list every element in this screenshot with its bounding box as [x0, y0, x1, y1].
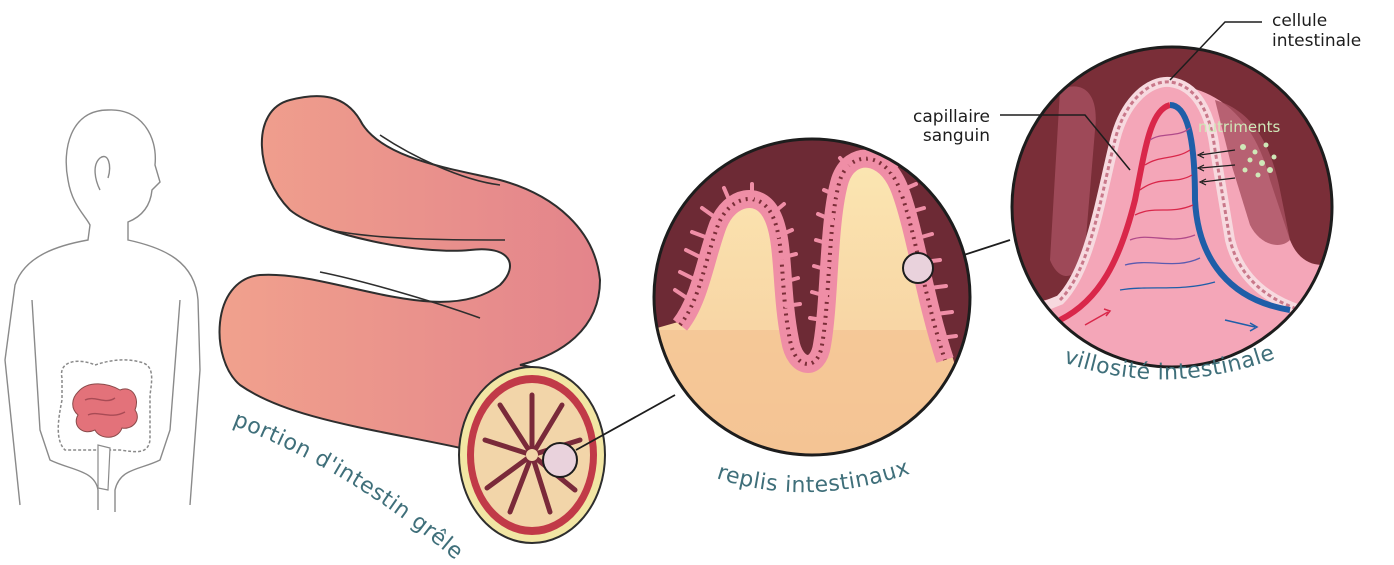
- intestine-segment-icon: [220, 96, 605, 543]
- label-replis: replis intestinaux: [714, 455, 913, 498]
- label-nutriments: nutriments: [1198, 118, 1280, 136]
- label-capillaire-1: capillaire: [913, 107, 990, 127]
- label-capillaire-2: sanguin: [923, 126, 990, 146]
- villus-zoom: [1010, 45, 1340, 380]
- intestinal-folds-zoom: [650, 130, 980, 470]
- body-intestine-icon: [58, 360, 151, 490]
- label-cellule-2: intestinale: [1272, 31, 1361, 51]
- label-cellule-1: cellule: [1272, 11, 1327, 31]
